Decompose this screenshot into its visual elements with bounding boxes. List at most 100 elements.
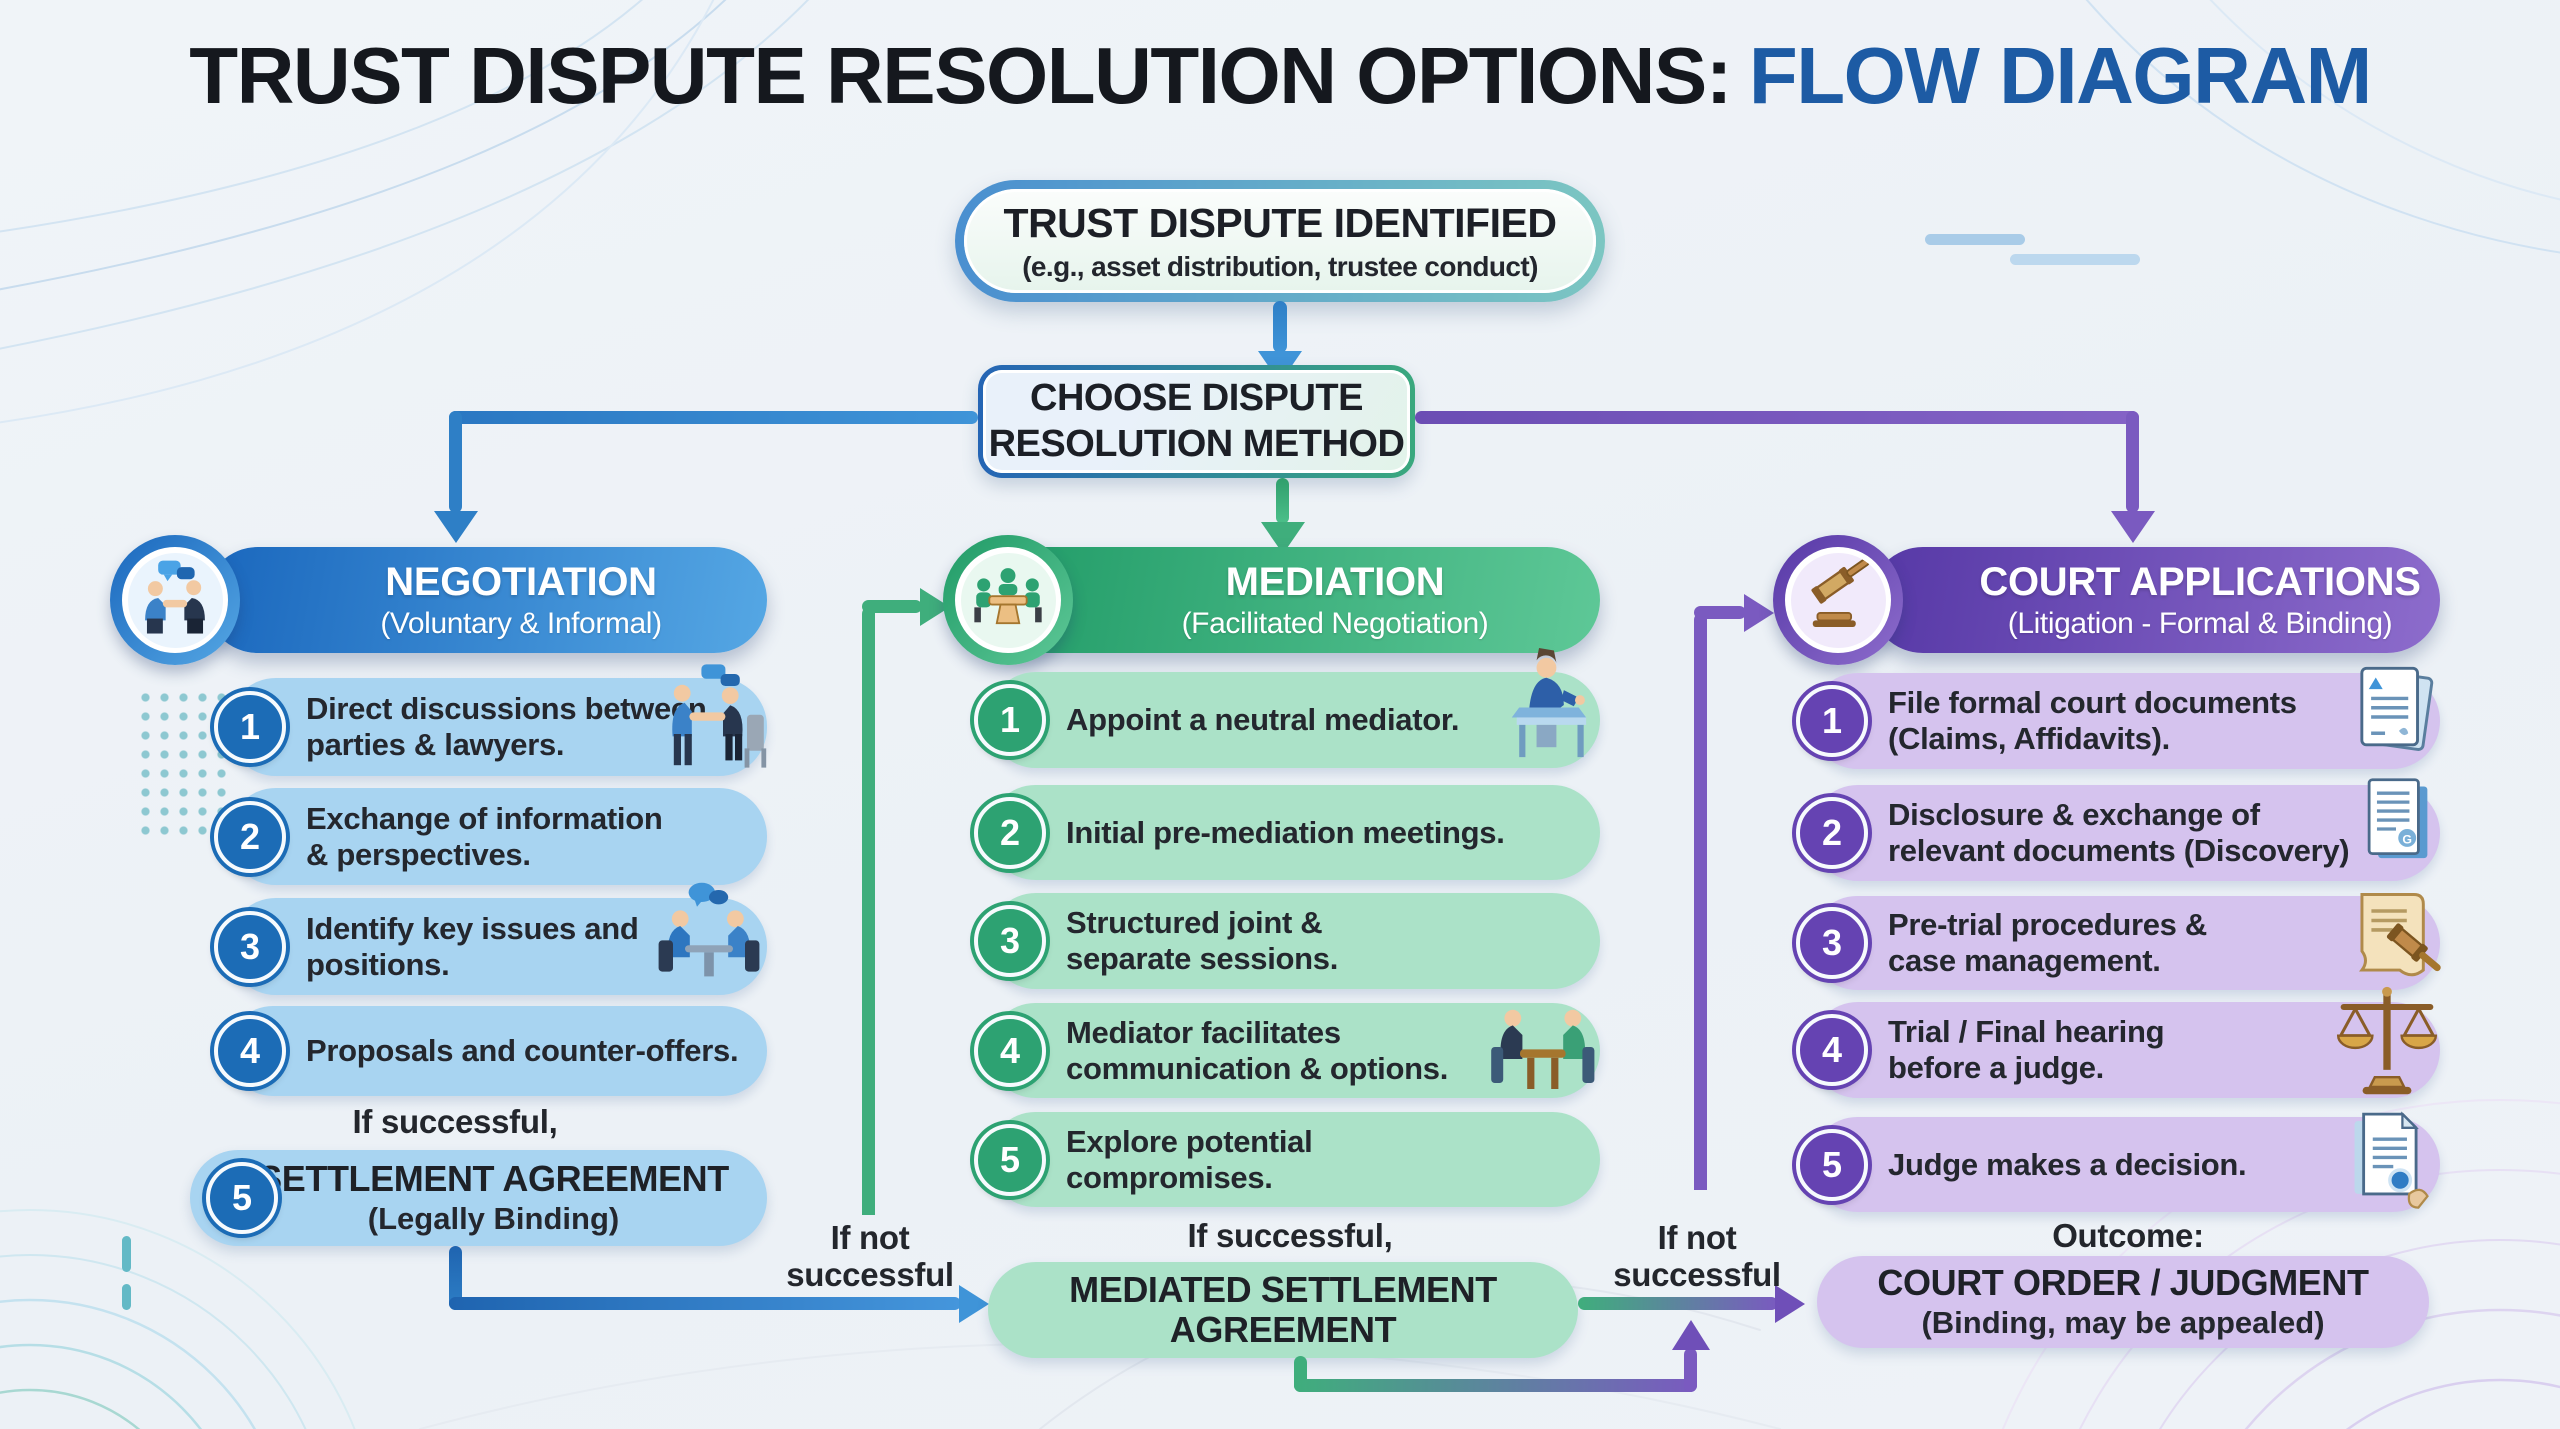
arrowhead-right-mediation-lane	[959, 1285, 989, 1323]
connector-negotiation-fail-h	[449, 1297, 961, 1310]
title-accent: FLOW DIAGRAM	[1748, 31, 2372, 120]
negotiation-success-label: If successful,	[352, 1103, 558, 1140]
mediation-step-1: 1 Appoint a neutral mediator.	[974, 648, 1600, 768]
negotiation-step-3: 3 Identify key issues and positions.	[214, 882, 767, 995]
gavel-icon	[1795, 555, 1881, 646]
negotiation-subtitle: (Voluntary & Informal)	[380, 606, 662, 640]
step-text: Structured joint & separate sessions.	[1066, 905, 1339, 976]
connector-choose-to-court-v	[2126, 411, 2139, 513]
step-number: 5	[1796, 1128, 1868, 1201]
step-number: 1	[1796, 685, 1868, 757]
step-number: 4	[974, 1014, 1046, 1087]
step-number: 3	[1796, 907, 1868, 979]
step-text: Disclosure & exchange of relevant docume…	[1888, 797, 2350, 868]
table-discussion-illustration	[649, 878, 769, 1003]
node-court-order-judgment: COURT ORDER / JUDGMENT (Binding, may be …	[1817, 1256, 2429, 1348]
connector-to-mediation-header-h	[862, 600, 922, 613]
step-number: 1	[974, 684, 1046, 756]
court-step-4: 4 Trial / Final hearing before a judge.	[1796, 986, 2440, 1098]
step-number: 5	[974, 1123, 1046, 1196]
connector-mediated-up-v	[1684, 1348, 1697, 1392]
step-number: 1	[214, 691, 286, 763]
arrowhead-down-court	[2111, 511, 2155, 543]
negotiation-icon-badge	[110, 535, 240, 665]
court-step-5: 5 Judge makes a decision.	[1796, 1111, 2440, 1212]
settlement-title: SETTLEMENT AGREEMENT	[258, 1157, 729, 1199]
court-step-2: 2 Disclosure & exchange of relevant docu…	[1796, 778, 2440, 881]
svg-text:G: G	[2402, 833, 2412, 847]
mediation-step-4: 4 Mediator facilitates communication & o…	[974, 1003, 1600, 1098]
step-text: Proposals and counter-offers.	[306, 1033, 739, 1069]
mediator-desk-illustration	[1482, 648, 1606, 777]
connector-to-court-header-v	[1694, 612, 1707, 1190]
edge-label-mediation-to-court: If not successful	[1613, 1219, 1781, 1293]
meeting-table-icon	[965, 555, 1051, 646]
mediation-step-2: 2 Initial pre-mediation meetings.	[974, 785, 1600, 880]
step-number: 2	[1796, 797, 1868, 869]
node-settlement-agreement: 5 SETTLEMENT AGREEMENT (Legally Binding)	[190, 1150, 767, 1246]
dash-decoration	[2010, 254, 2140, 265]
gavel-document-illustration	[2336, 878, 2454, 1001]
court-step-3: 3 Pre-trial procedures & case management…	[1796, 893, 2441, 990]
step-text: File formal court documents (Claims, Aff…	[1888, 685, 2297, 756]
mediation-subtitle: (Facilitated Negotiation)	[1181, 606, 1489, 640]
court-header: COURT APPLICATIONS (Litigation - Formal …	[1870, 547, 2440, 653]
step-text: Exchange of information & perspectives.	[306, 800, 663, 872]
step-text: Trial / Final hearing before a judge.	[1888, 1014, 2165, 1085]
court-subtitle: (Litigation - Formal & Binding)	[2007, 606, 2393, 640]
bar-decoration	[122, 1284, 131, 1310]
step-text: Appoint a neutral mediator.	[1066, 702, 1460, 738]
negotiation-header: NEGOTIATION (Voluntary & Informal)	[205, 547, 767, 653]
connector-start-to-choose	[1273, 301, 1287, 353]
connector-choose-to-mediation-v	[1276, 478, 1289, 524]
scales-illustration	[2326, 982, 2448, 1109]
court-icon-badge	[1773, 535, 1903, 665]
arrowhead-right-court-order	[1775, 1285, 1805, 1323]
negotiation-step-2: 2 Exchange of information & perspectives…	[214, 788, 767, 885]
arrowhead-up-court-lane	[1672, 1320, 1710, 1350]
start-box-subtitle: (e.g., asset distribution, trustee condu…	[1022, 250, 1538, 282]
mediation-step-5: 5 Explore potential compromises.	[974, 1112, 1600, 1207]
step-text: Initial pre-mediation meetings.	[1066, 814, 1505, 850]
step-text: Judge makes a decision.	[1888, 1146, 2247, 1182]
node-trust-dispute-identified: TRUST DISPUTE IDENTIFIED (e.g., asset di…	[955, 180, 1605, 302]
two-person-table-illustration	[1484, 987, 1604, 1112]
court-order-subtitle: (Binding, may be appealed)	[1921, 1305, 2325, 1341]
mediation-title: MEDIATION	[1225, 559, 1445, 604]
mediation-header: MEDIATION (Facilitated Negotiation)	[975, 547, 1600, 653]
settlement-subtitle: (Legally Binding)	[367, 1201, 620, 1237]
mediation-step-3: 3 Structured joint & separate sessions.	[974, 893, 1600, 989]
start-box-title: TRUST DISPUTE IDENTIFIED	[1003, 199, 1557, 246]
node-mediated-settlement-agreement: MEDIATED SETTLEMENT AGREEMENT	[988, 1262, 1578, 1358]
connector-mediated-bottom-h	[1294, 1379, 1697, 1392]
mediation-success-label: If successful,	[1187, 1217, 1393, 1254]
mediated-settlement-title: MEDIATED SETTLEMENT AGREEMENT	[1069, 1268, 1497, 1350]
connector-to-mediation-header-v	[862, 606, 875, 1215]
connector-choose-to-negotiation-h	[449, 411, 978, 424]
handshake-icon	[132, 555, 218, 646]
sealed-document-illustration	[2334, 1105, 2448, 1224]
step-number: 3	[214, 910, 286, 983]
connector-choose-to-negotiation-v	[449, 411, 462, 513]
step-number: 5	[206, 1162, 278, 1234]
step-number: 2	[974, 796, 1046, 869]
connector-choose-to-court-h	[1415, 411, 2139, 424]
arrowhead-right-court-header	[1744, 594, 1774, 632]
court-title: COURT APPLICATIONS	[1979, 559, 2421, 604]
dash-decoration	[1925, 234, 2025, 245]
step-number: 4	[1796, 1014, 1868, 1086]
step-text: Identify key issues and positions.	[306, 910, 639, 982]
connector-mediation-fail-h	[1578, 1297, 1778, 1310]
step-text: Pre-trial procedures & case management.	[1888, 907, 2208, 978]
negotiation-step-4: 4 Proposals and counter-offers.	[214, 1006, 767, 1096]
court-order-title: COURT ORDER / JUDGMENT	[1877, 1261, 2369, 1303]
court-step-1: 1 File formal court documents (Claims, A…	[1796, 666, 2440, 769]
title-text: TRUST DISPUTE RESOLUTION OPTIONS:	[189, 31, 1732, 120]
court-outcome-label: Outcome:	[2052, 1217, 2204, 1254]
step-number: 4	[214, 1015, 286, 1087]
choose-box-title: CHOOSE DISPUTE RESOLUTION METHOD	[983, 370, 1410, 473]
node-choose-method: CHOOSE DISPUTE RESOLUTION METHOD	[978, 365, 1415, 478]
edge-label-negotiation-to-mediation: If not successful	[786, 1219, 954, 1293]
court-documents-illustration	[2334, 659, 2450, 780]
